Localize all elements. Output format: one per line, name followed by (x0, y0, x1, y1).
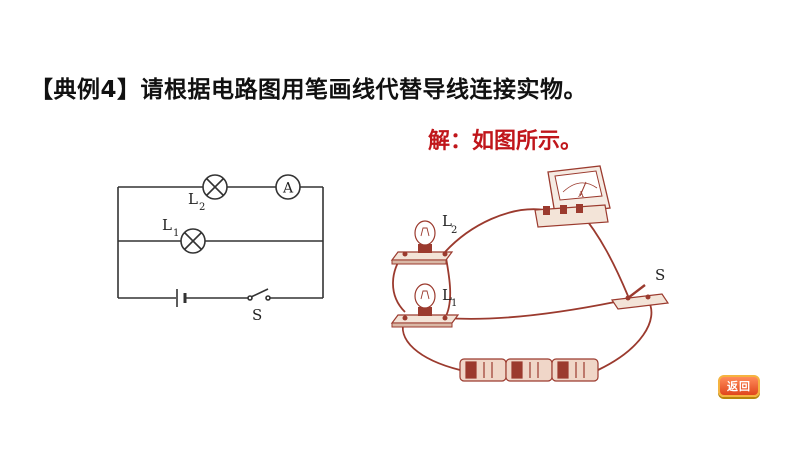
physical-l2-label: L (442, 212, 452, 230)
schematic-l1-subscript: 1 (173, 228, 179, 239)
physical-switch (610, 284, 670, 310)
schematic-ammeter-label: A (282, 181, 294, 197)
answer-text: 解：如图所示。 (428, 129, 583, 154)
physical-lamp-l1 (390, 283, 460, 328)
schematic-lamp-l2 (202, 174, 228, 200)
physical-l2-subscript: 2 (451, 225, 457, 236)
physical-ammeter: A (534, 165, 611, 228)
back-button[interactable]: 返回 (718, 375, 760, 397)
schematic-switch-label: S (252, 306, 262, 324)
schematic-l2-subscript: 2 (199, 202, 205, 213)
physical-switch-label: S (655, 266, 665, 284)
schematic-switch (247, 288, 271, 301)
physical-lamp-l2 (390, 220, 454, 265)
schematic-ammeter: A (275, 174, 301, 200)
schematic-l1-label: L (162, 216, 172, 234)
schematic-l2-label: L (188, 190, 198, 208)
schematic-lamp-l1 (180, 228, 206, 254)
circuit-schematic (117, 186, 324, 299)
ammeter-dial-label: A (577, 190, 584, 199)
schematic-battery (176, 289, 187, 307)
physical-l1-subscript: 1 (451, 298, 457, 309)
physical-l1-label: L (442, 286, 452, 304)
physical-battery-pack (459, 358, 599, 382)
question-text: 【典例4】请根据电路图用笔画线代替导线连接实物。 (30, 77, 588, 103)
